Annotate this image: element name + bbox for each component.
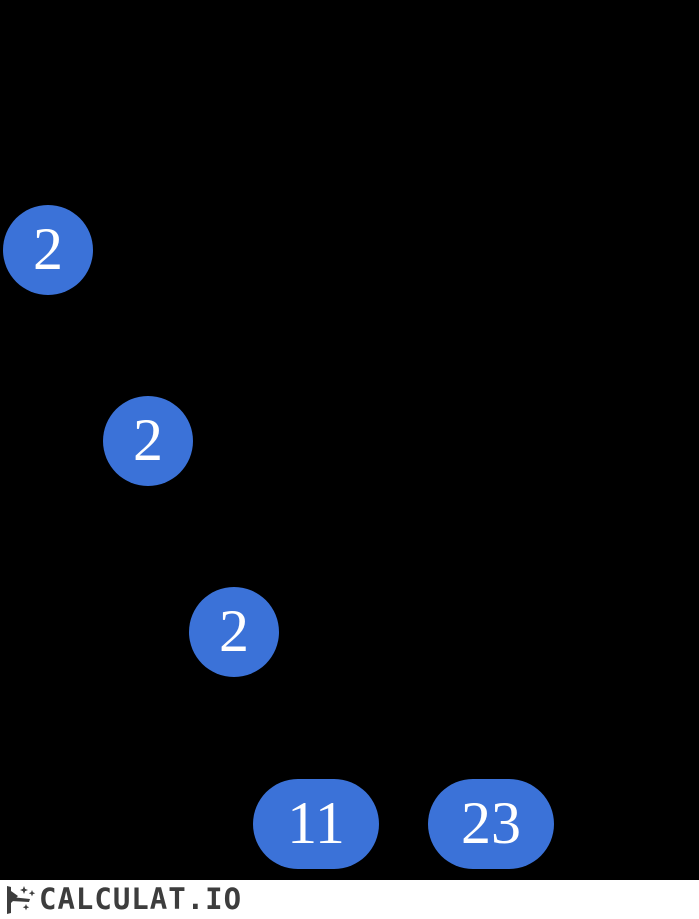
tree-node-prime-2-third: 2 [189,587,279,677]
node-label: 2 [33,216,63,282]
tree-node-prime-2-second: 2 [103,396,193,486]
watermark-brand-text: CALCULAT.IO [39,881,243,916]
tree-node-prime-2-first: 2 [3,205,93,295]
tree-node-prime-23: 23 [428,779,554,869]
node-label: 23 [461,790,521,856]
node-label: 11 [287,790,345,856]
node-label: 2 [219,598,249,664]
node-label: 2 [133,407,163,473]
hand-sparkles-icon [7,885,36,914]
watermark-bar: CALCULAT.IO [0,880,699,919]
tree-node-prime-11: 11 [253,779,379,869]
